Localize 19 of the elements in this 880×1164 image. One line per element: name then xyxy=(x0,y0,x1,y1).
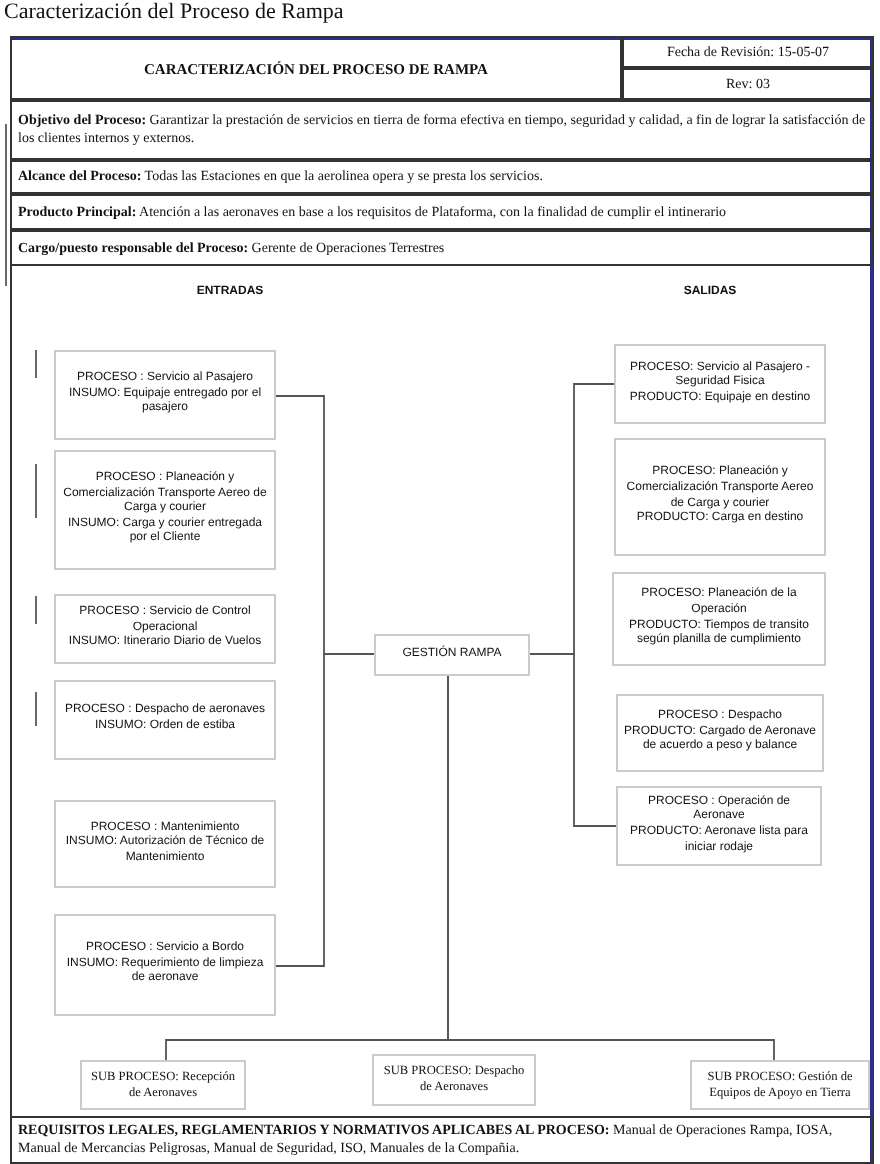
process-box xyxy=(614,438,826,556)
subprocess-box xyxy=(690,1060,870,1110)
process-box xyxy=(54,680,276,760)
process-box xyxy=(54,450,276,570)
connector-line xyxy=(447,675,775,1061)
process-box xyxy=(616,786,822,866)
connector-line xyxy=(529,653,617,827)
process-box xyxy=(54,914,276,1016)
process-box xyxy=(612,572,826,666)
connector-line xyxy=(275,653,375,967)
process-box xyxy=(54,800,276,888)
process-box xyxy=(54,594,276,664)
process-box xyxy=(54,350,276,440)
subprocess-box xyxy=(372,1054,536,1106)
process-box xyxy=(614,344,826,424)
process-box xyxy=(616,694,824,772)
central-process-box xyxy=(374,634,530,676)
page-title: Caracterización del Proceso de Rampa xyxy=(4,0,344,24)
subprocess-box xyxy=(80,1060,246,1110)
